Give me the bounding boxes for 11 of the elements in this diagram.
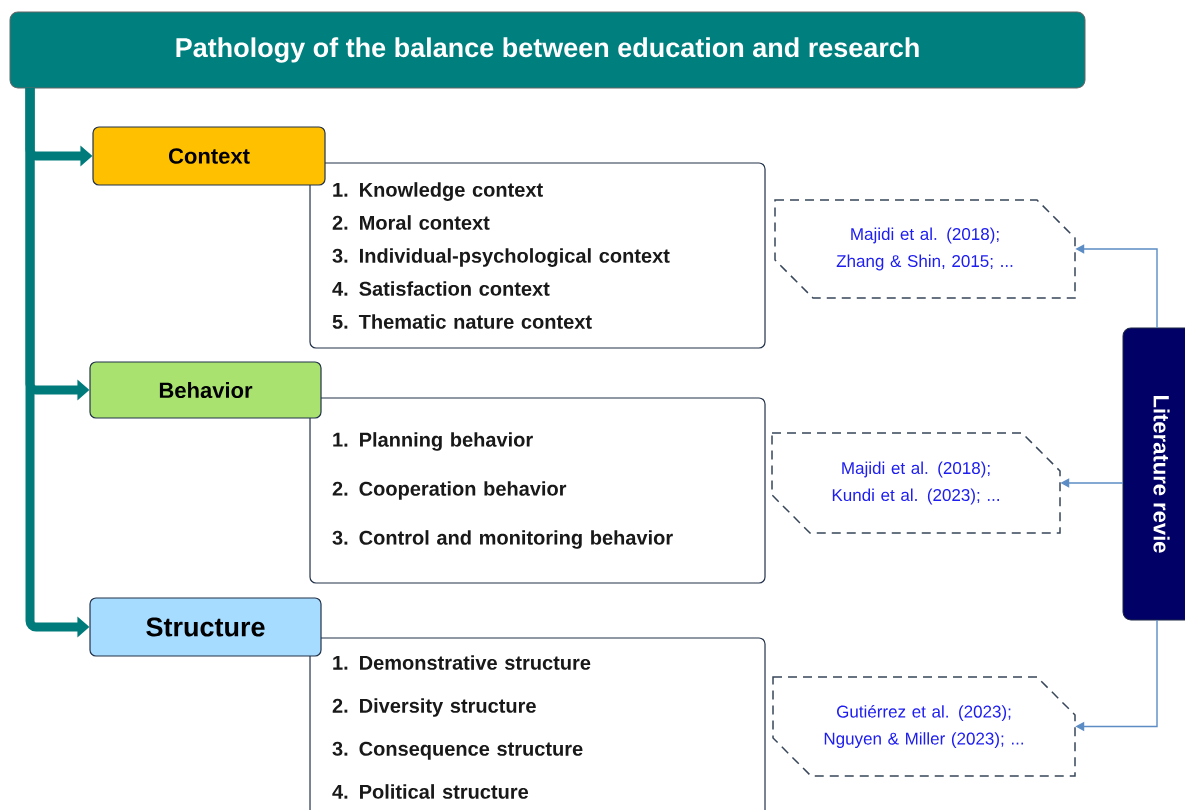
citation-box: Majidi et al. (2018); Zhang & Shin, 2015; ...: [774, 199, 1076, 299]
list-box: 1. Demonstrative structure 2. Diversity structure 3. Consequence structure 4. Political structure: [309, 637, 766, 810]
list-box: 1. Planning behavior 2. Cooperation behavior 3. Control and monitoring behavior: [309, 397, 766, 584]
title-box: Pathology of the balance between education and research: [9, 11, 1086, 89]
side-box: Literature revie: [1122, 327, 1185, 621]
citation-box: Majidi et al. (2018); Kundi et al. (2023); ...: [771, 432, 1061, 534]
list-box: 1. Knowledge context 2. Moral context 3. Individual-psychological context 4. Satisfaction context 5. Thematic nature context: [309, 162, 766, 349]
category-box: Context: [92, 126, 326, 186]
category-box: Structure: [89, 597, 322, 657]
citation-box: Gutiérrez et al. (2023); Nguyen & Miller (2023); ...: [772, 676, 1076, 777]
category-box: Behavior: [89, 361, 322, 419]
